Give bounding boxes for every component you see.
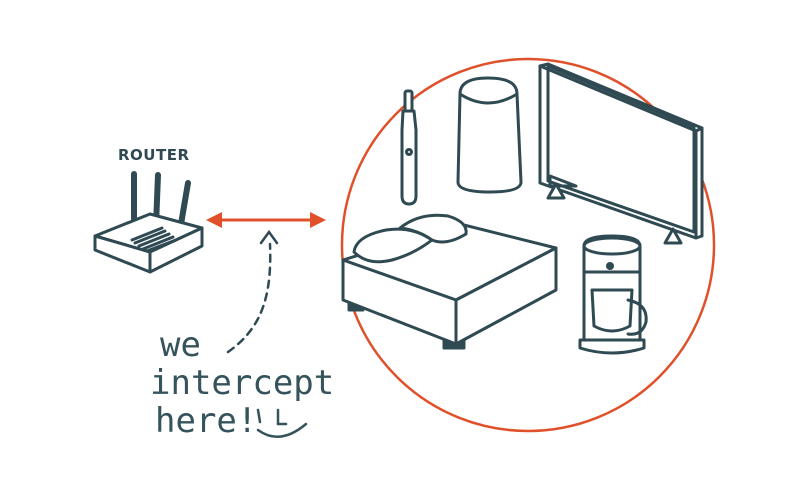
coffee-maker-icon bbox=[578, 234, 648, 355]
double-arrow-icon bbox=[206, 212, 326, 228]
bed-icon bbox=[341, 213, 558, 350]
annotation-line-1: we bbox=[160, 325, 201, 365]
smiley-icon bbox=[256, 408, 308, 438]
toothbrush-icon bbox=[400, 89, 418, 206]
annotation-line-3: here! bbox=[155, 401, 258, 441]
speaker-icon bbox=[456, 76, 523, 194]
tv-icon bbox=[538, 62, 704, 245]
devices-circle bbox=[340, 57, 716, 433]
annotation-line-2: intercept bbox=[150, 363, 335, 403]
router-label: ROUTER bbox=[118, 146, 190, 164]
dashed-arrow-icon bbox=[226, 229, 279, 354]
router-icon bbox=[93, 171, 204, 274]
